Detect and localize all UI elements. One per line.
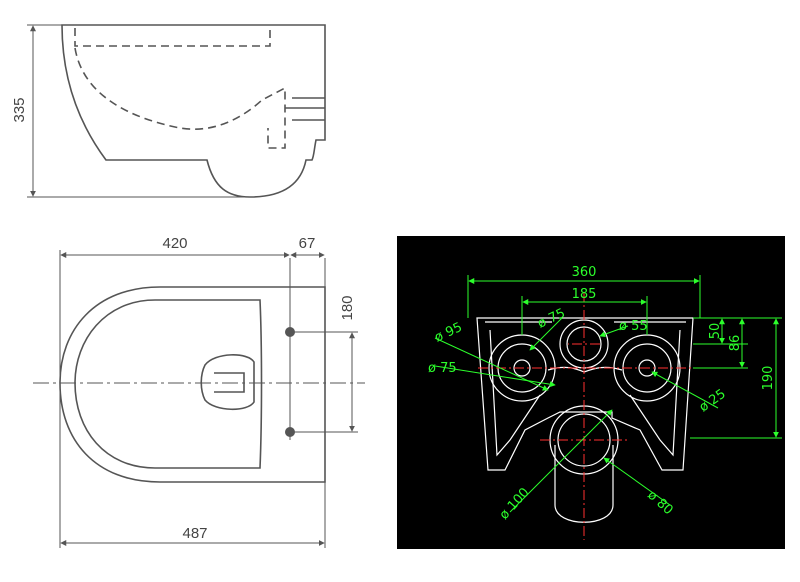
cad-width-inner-label: 185 [572,287,597,302]
top-view-flush-opening [200,354,255,411]
cad-dia-75-left-leader [434,365,556,388]
cad-dia-55-label: ø 55 [619,319,648,334]
cad-dia-75-top-leader [529,317,563,351]
fixing-point-lower [285,427,295,437]
top-view-outline [59,286,326,483]
side-height-label: 335 [11,97,28,122]
cad-dia-55-leader [599,325,629,338]
cad-width-outer-label: 360 [572,265,597,280]
cad-dia-80-leader [603,457,671,506]
top-offset-label: 67 [299,235,316,252]
top-width-label: 420 [162,235,187,252]
cad-dia-25-leader [651,371,719,409]
cad-panel [397,236,785,549]
cad-dia-100-leader [509,409,613,513]
side-view-hidden-bowl [74,28,286,149]
top-view-bowl-rim [74,299,263,469]
top-view [33,250,365,548]
top-spacing-label: 180 [339,295,356,320]
cad-height-190-label: 190 [761,366,776,391]
cad-height-50-label: 50 [708,323,723,340]
cad-dia-75-left-label: ø 75 [428,361,457,376]
cad-height-86-label: 86 [728,335,743,352]
top-total-label: 487 [182,525,207,542]
fixing-point-upper [285,327,295,337]
cad-dimensions [434,275,782,513]
cad-centerlines [478,292,692,540]
side-view-inlet [285,97,325,121]
side-view-outline [61,24,326,198]
side-view [27,24,326,198]
